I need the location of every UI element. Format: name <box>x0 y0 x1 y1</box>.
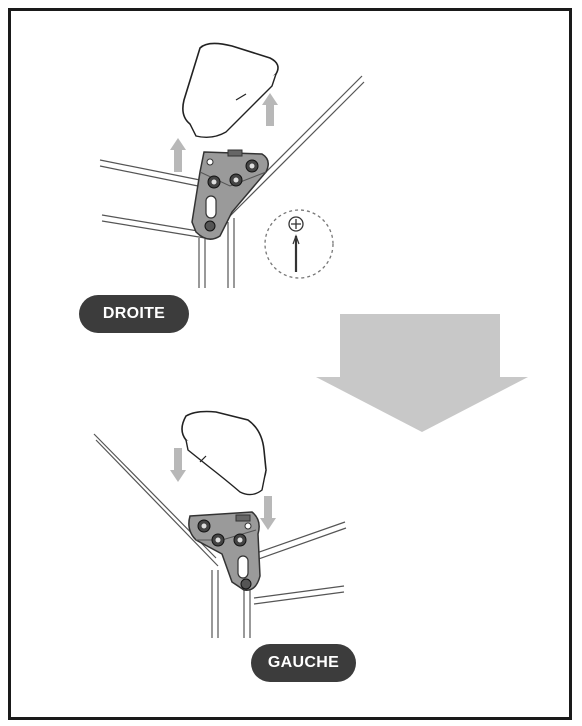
hinge-plate-bottom <box>189 512 260 590</box>
arrow-up-icon <box>170 138 186 172</box>
hinge-plate-top <box>192 150 268 239</box>
hinge-cover-top <box>183 43 278 137</box>
right-side-label: DROITE <box>79 295 189 333</box>
large-down-arrow-icon <box>316 314 528 432</box>
left-side-label: GAUCHE <box>251 644 356 682</box>
arrow-up-icon <box>262 93 278 126</box>
arrow-down-icon <box>260 496 276 530</box>
phillips-screwdriver-icon <box>265 210 333 278</box>
arrow-down-icon <box>170 448 186 482</box>
hinge-cover-bottom <box>182 412 266 495</box>
